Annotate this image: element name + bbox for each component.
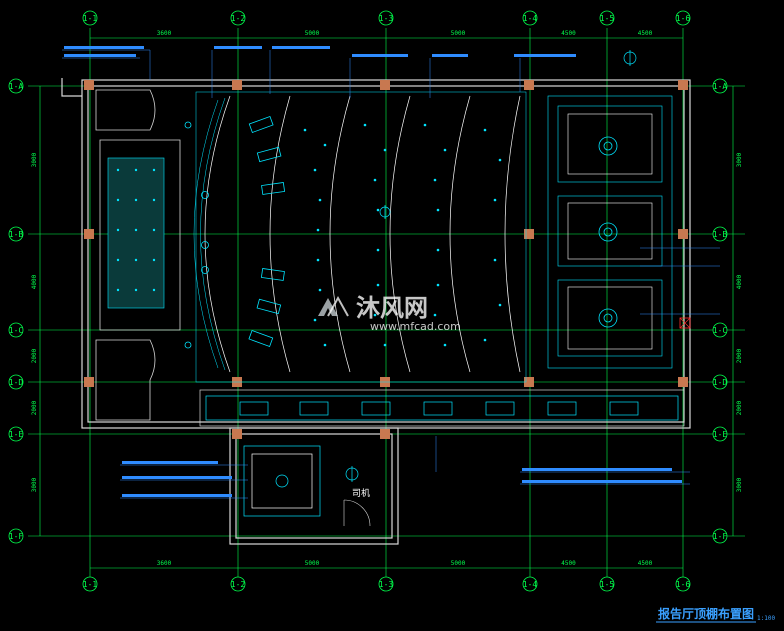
grid-bubble-top: 1-3 [378,10,394,26]
dim-top: 5000 [305,30,320,37]
grid-bubble-left: 1-C [8,322,24,338]
dim-right: 3000 [736,152,743,167]
grid-bubble-bottom-label: 1-2 [231,580,246,589]
dim-left: 3000 [31,152,38,167]
chandelier-icon [598,136,618,328]
dim-left: 2000 [31,348,38,363]
grid-bubble-right: 1-E [712,426,728,442]
lobby-ceiling [547,95,673,369]
watermark: 沐风网 www.mfcad.com [318,294,461,333]
grid-bubble-top: 1-2 [230,10,246,26]
dim-bottom: 4500 [638,560,653,567]
watermark-logo-icon [318,295,349,317]
dim-right: 3000 [736,477,743,492]
grid-bubble-bottom: 1-4 [522,576,538,592]
grid-bubble-bottom: 1-5 [599,576,615,592]
stage-screen-panel [107,157,165,309]
grid-bubble-bottom: 1-3 [378,576,394,592]
dim-left: 4000 [31,274,38,289]
leader-lines [62,49,720,499]
sub-room-ceiling [243,445,321,517]
dim-left: 2000 [31,400,38,415]
grid-bubble-left-label: 1-B [9,230,24,239]
grid-bubble-top: 1-4 [522,10,538,26]
door-swing [343,499,371,527]
grid-bubble-top-label: 1-6 [676,14,691,23]
watermark-text: 沐风网 [356,294,428,322]
grid-bubble-top-label: 1-3 [379,14,394,23]
grid-bubble-top: 1-5 [599,10,615,26]
grid-bubble-right: 1-B [712,226,728,242]
note-blocks [64,46,682,497]
grid-bubble-right-label: 1-A [713,82,728,91]
grid-bubbles: 1-1 1-2 1-3 1-4 1-5 1-6 1-1 1-2 1-3 1-4 1-5 1-6 1-A 1… [8,10,728,592]
grid-bubble-left: 1-D [8,374,24,390]
grid-bubble-bottom: 1-1 [82,576,98,592]
watermark-url: www.mfcad.com [370,320,461,333]
grid-bubble-left: 1-B [8,226,24,242]
drawing-title: 报告厅顶棚布置图 [658,606,754,621]
grid-bubble-left: 1-E [8,426,24,442]
section-cut-icon [679,317,691,329]
grid-bubble-top-label: 1-1 [83,14,98,23]
grid-bubble-left: 1-A [8,78,24,94]
dimension-values: 3600 5000 5000 4500 4500 3600 5000 5000 4500 4500… [31,30,743,567]
grid-bubble-right: 1-F [712,528,728,544]
grid-bubble-bottom-label: 1-4 [523,580,538,589]
grid-bubble-bottom-label: 1-1 [83,580,98,589]
dim-bottom: 4500 [561,560,576,567]
grid-bubble-top-label: 1-2 [231,14,246,23]
stage-area [95,89,181,421]
grid-bubble-right-label: 1-B [713,230,728,239]
grid-bubble-right-label: 1-F [713,532,728,541]
grid-bubble-left-label: 1-E [9,430,24,439]
grid-bubble-top: 1-6 [675,10,691,26]
grid-bubble-right-label: 1-C [713,326,728,335]
grid-bubble-left: 1-F [8,528,24,544]
light-fixture-icon [303,123,502,347]
dim-right: 4000 [736,274,743,289]
grid-bubble-left-label: 1-A [9,82,24,91]
grid-bubble-right: 1-D [712,374,728,390]
dim-left: 3000 [31,477,38,492]
compass-icon [345,50,637,482]
corridor-ceiling [199,389,685,427]
grid-bubble-bottom: 1-6 [675,576,691,592]
dim-right: 2000 [736,348,743,363]
grid-bubble-bottom-label: 1-5 [600,580,615,589]
grid-bubble-right: 1-C [712,322,728,338]
dim-bottom: 3600 [157,560,172,567]
grid-bubble-bottom: 1-2 [230,576,246,592]
corridor-panels [239,401,639,416]
grid-bubble-bottom-label: 1-6 [676,580,691,589]
drawing-scale: 1:100 [757,615,775,622]
grid-bubble-top-label: 1-5 [600,14,615,23]
auditorium-outline [195,91,527,383]
dim-right: 2000 [736,400,743,415]
dim-top: 4500 [638,30,653,37]
grid-bubble-left-label: 1-C [9,326,24,335]
grid-bubble-left-label: 1-F [9,532,24,541]
stage-dots [116,168,156,292]
wall-washer-lights [184,121,209,349]
grid-bubble-right: 1-A [712,78,728,94]
grid-bubble-top: 1-1 [82,10,98,26]
dim-bottom: 5000 [451,560,466,567]
grid-bubble-bottom-label: 1-3 [379,580,394,589]
room-name-label: 司机 [352,487,370,499]
light-panels [248,115,286,347]
ceiling-arc-bands [204,95,521,373]
dim-top: 3600 [157,30,172,37]
dimension-lines [39,37,734,569]
dim-top: 5000 [451,30,466,37]
grid-bubble-right-label: 1-E [713,430,728,439]
grid-bubble-right-label: 1-D [713,378,728,387]
grid-bubble-left-label: 1-D [9,378,24,387]
grid-bubble-top-label: 1-4 [523,14,538,23]
ceiling-arc-accent [193,97,226,371]
dim-bottom: 5000 [305,560,320,567]
dim-top: 4500 [561,30,576,37]
